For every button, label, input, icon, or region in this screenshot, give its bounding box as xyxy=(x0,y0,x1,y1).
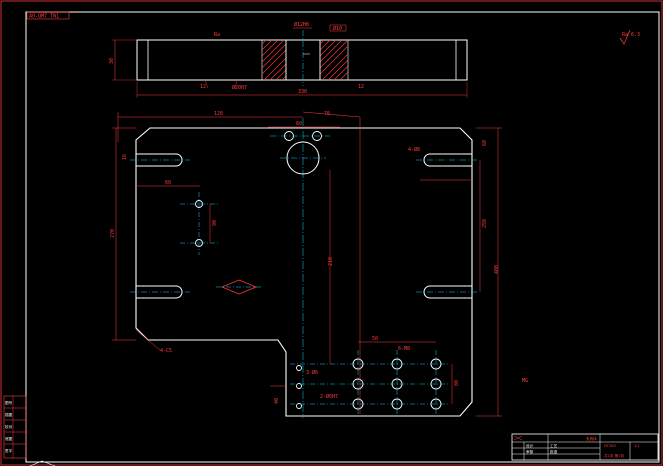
left-strip-label-3: 底图 xyxy=(5,436,13,441)
left-strip-label-1: 描图 xyxy=(5,412,13,417)
dim-bottom-left-note: 12 xyxy=(200,84,206,90)
dim-slot-len: 60 xyxy=(165,180,171,186)
roughness-symbol: Ra 6.3 xyxy=(619,29,640,45)
dim-center-slot: Ø12H8 xyxy=(294,21,309,28)
dim-hole-grid-note: 6-M8 xyxy=(398,346,410,352)
plate-view xyxy=(130,118,478,418)
dim-grid-right: 80 xyxy=(454,380,460,386)
hatch-right xyxy=(319,39,349,81)
title-row-2: 工艺 xyxy=(550,443,558,448)
dim-thickness: 30 xyxy=(109,58,115,64)
dim-left-mid: 90 xyxy=(212,220,218,226)
title-block: 夹具体 设计 审核 工艺 批准 HT200 1:1 共1张 第1张 xyxy=(511,433,659,461)
title-row-1: 审核 xyxy=(526,449,534,454)
dim-right-hole: Ø10 xyxy=(333,25,342,32)
code-box xyxy=(26,11,70,20)
code-box-text: A0-QM7 TN1 xyxy=(29,14,59,20)
top-view: Ø12H8 Ø10 Ra 30 330 12 Ø20H7 12 xyxy=(109,21,468,98)
dim-right-mid: 250 xyxy=(482,219,488,228)
title-row-0: 设计 xyxy=(526,443,534,448)
dim-bottom-right-note: 12 xyxy=(358,84,364,90)
dim-right-total: 400 xyxy=(494,265,500,274)
title-scale: 1:1 xyxy=(634,444,640,448)
plate-dimensions xyxy=(112,111,502,417)
dim-top-right: 70 xyxy=(324,111,330,117)
left-strip-label-0: 图号 xyxy=(5,400,13,405)
hatch-left xyxy=(261,39,287,81)
dim-hole-grid-top: 50 xyxy=(372,336,378,342)
title-text: 夹具体 xyxy=(586,436,597,441)
dim-center-vert: 210 xyxy=(328,257,334,266)
roughness-text: Ra 6.3 xyxy=(622,32,640,38)
dim-slot-note-right: 4-Ø8 xyxy=(408,146,420,153)
dim-left-height: 270 xyxy=(110,229,116,238)
dim-bottom-center-note: Ø20H7 xyxy=(232,84,247,91)
inner-border xyxy=(25,11,660,463)
dim-lower-note: 2-Ø6H7 xyxy=(320,393,338,400)
left-strip-label-4: 签字 xyxy=(5,448,13,453)
dim-left-mark: Ra xyxy=(214,32,220,38)
dim-overall-length: 330 xyxy=(298,89,307,95)
dim-top-width: 120 xyxy=(214,111,223,117)
left-strip: 图号 描图 校对 底图 签字 xyxy=(3,395,56,466)
side-note: MG xyxy=(522,378,528,384)
hole-grid xyxy=(296,358,442,410)
dim-lower-left-note: 40 xyxy=(274,398,280,404)
left-strip-label-2: 校对 xyxy=(5,424,13,429)
title-sheet: 共1张 第1张 xyxy=(604,453,624,458)
title-material: HT200 xyxy=(604,444,616,448)
dim-hole-spacing: 60 xyxy=(296,121,302,127)
dim-right-upper: 60 xyxy=(482,140,488,146)
title-row-3: 批准 xyxy=(550,449,558,454)
dim-upper-left-h: 16 xyxy=(122,154,128,160)
dim-chamfer-note: 4-C5 xyxy=(160,348,172,354)
dim-small-hole-note: 3-Ø6 xyxy=(306,369,318,376)
